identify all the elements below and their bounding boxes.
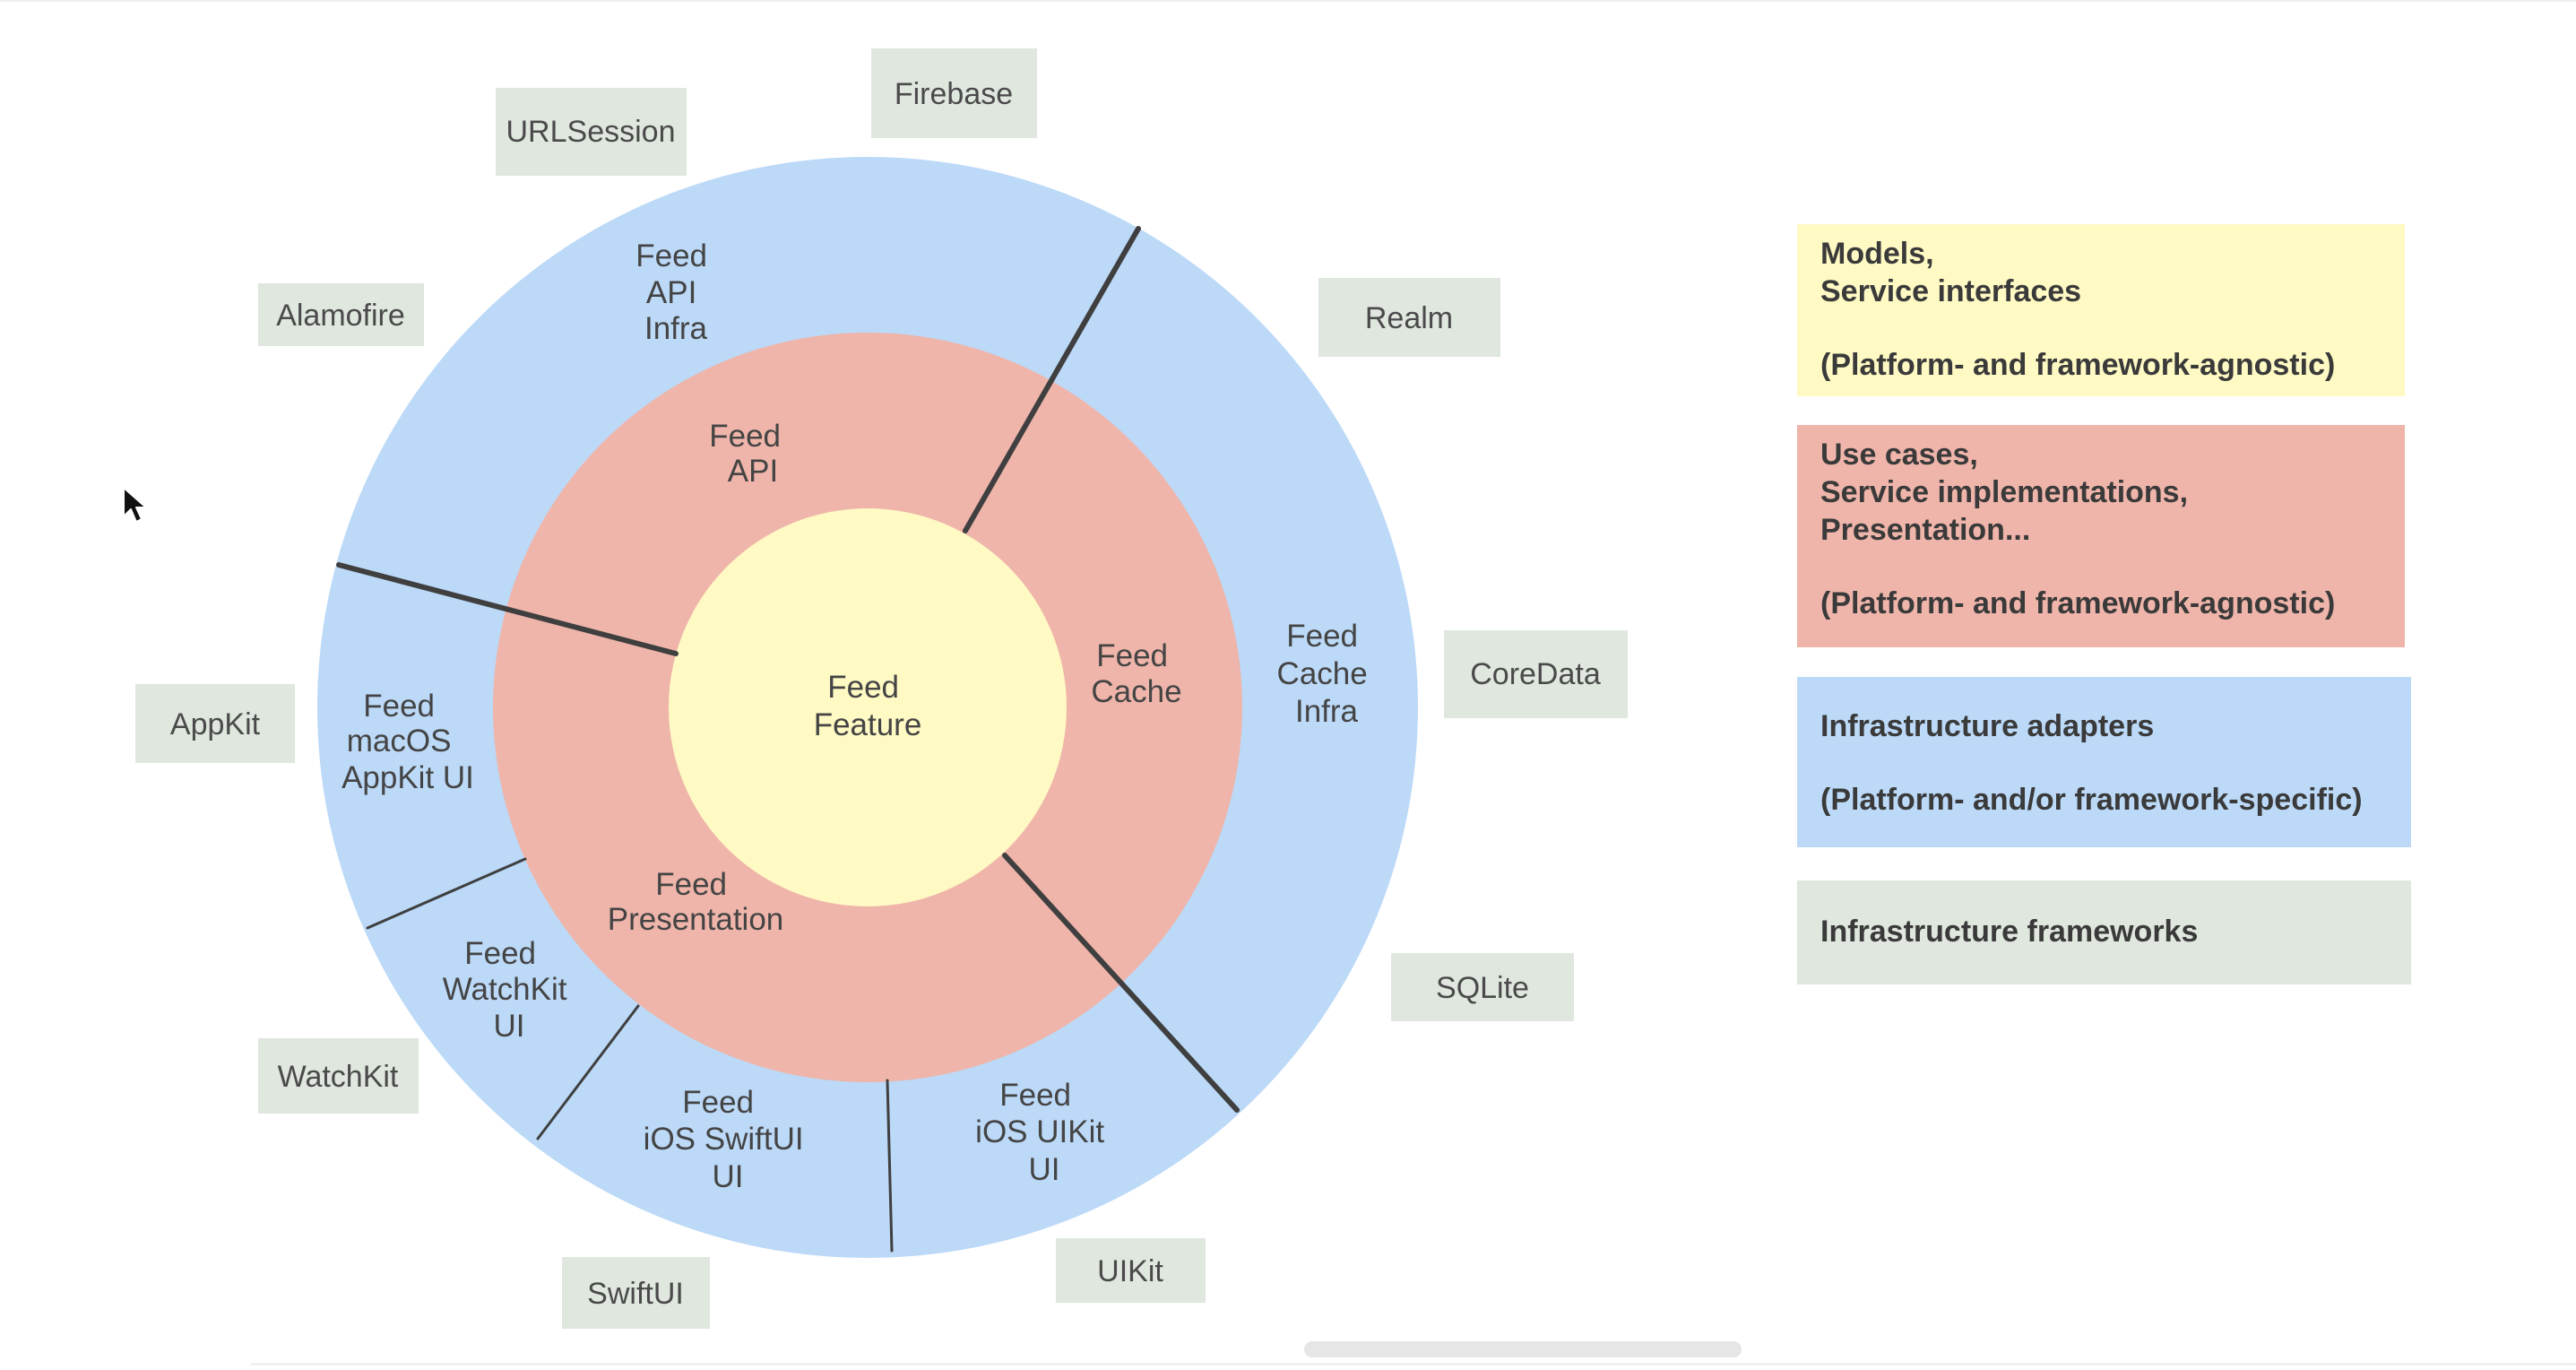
core-label-line: Feed (827, 670, 899, 705)
legend-spacer (1820, 549, 2382, 585)
legend-infrastructure-adapters: Infrastructure adapters (Platform- and/o… (1797, 677, 2411, 847)
legend-use-cases-note: (Platform- and framework-agnostic) (1820, 586, 2336, 620)
divider-presentation-cache (1002, 853, 1240, 1113)
legend-spacer (1820, 310, 2382, 346)
legend-adapters-line: Infrastructure adapters (1820, 709, 2155, 743)
feed-macos-label-line: Feed (363, 689, 435, 724)
framework-sqlite: SQLite (1391, 953, 1574, 1021)
feed-api-label: Feed API (709, 419, 790, 489)
framework-urlsession: URLSession (496, 88, 687, 176)
legend-frameworks-line: Infrastructure frameworks (1820, 915, 2199, 949)
core-label: Feed Feature (814, 670, 922, 742)
bottom-border (251, 1363, 2576, 1366)
framework-label: CoreData (1470, 657, 1601, 691)
framework-alamofire: Alamofire (258, 283, 424, 346)
legend-use-cases: Use cases, Service implementations, Pres… (1797, 425, 2405, 647)
legend-domain: Models, Service interfaces (Platform- an… (1797, 224, 2405, 396)
feed-swiftui-label-line: iOS SwiftUI (644, 1122, 804, 1157)
feed-cache-infra-label-line: Infra (1295, 694, 1359, 729)
framework-label: Firebase (895, 77, 1013, 111)
divider-api-cache (963, 226, 1141, 533)
feed-macos-label-line: AppKit UI (341, 760, 474, 795)
legend-domain-line: Service interfaces (1820, 274, 2082, 308)
feed-presentation-label-line: Feed (655, 867, 727, 902)
divider-swiftui-uikit (886, 1079, 894, 1253)
feed-cache-label-line: Feed (1096, 638, 1168, 673)
framework-realm: Realm (1318, 278, 1500, 357)
framework-uikit: UIKit (1056, 1238, 1206, 1303)
framework-label: Alamofire (276, 299, 405, 333)
framework-label: SwiftUI (587, 1277, 684, 1311)
feed-uikit-label-line: Feed (999, 1078, 1071, 1113)
feed-ios-swiftui-ui-label: Feed iOS SwiftUI UI (644, 1085, 813, 1194)
legend-use-cases-line: Use cases, (1820, 438, 1978, 472)
legend-domain-line: Models, (1820, 237, 1934, 271)
feed-api-label-line: Feed (709, 419, 781, 454)
framework-watchkit: WatchKit (258, 1038, 419, 1114)
feed-cache-label-line: Cache (1091, 674, 1181, 709)
top-border (0, 0, 2576, 2)
feed-macos-label-line: macOS (347, 724, 452, 759)
divider-watchkit-swiftui (536, 1004, 640, 1140)
feed-api-infra-label-line: Infra (644, 311, 708, 346)
framework-appkit: AppKit (135, 684, 295, 763)
feed-watchkit-ui-label: Feed WatchKit UI (443, 936, 575, 1044)
feed-watchkit-label-line: Feed (464, 936, 536, 971)
feed-cache-infra-label-line: Feed (1286, 619, 1358, 654)
framework-firebase: Firebase (871, 48, 1037, 138)
feed-api-infra-label-line: API (646, 275, 696, 310)
legend-adapters-note: (Platform- and/or framework-specific) (1820, 783, 2363, 817)
core-domain-circle (669, 508, 1067, 906)
horizontal-scrollbar[interactable] (1304, 1341, 1742, 1357)
feed-uikit-label-line: iOS UIKit (975, 1114, 1104, 1149)
legend-domain-note: (Platform- and framework-agnostic) (1820, 348, 2336, 382)
framework-coredata: CoreData (1444, 630, 1628, 718)
feed-presentation-label-line: Presentation (608, 902, 784, 937)
legend-spacer (1820, 745, 2388, 781)
feed-cache-infra-label-line: Cache (1277, 656, 1368, 691)
feed-api-infra-label-line: Feed (635, 238, 707, 273)
framework-swiftui: SwiftUI (562, 1257, 710, 1329)
framework-label: URLSession (506, 115, 676, 149)
divider-macos-watchkit (366, 857, 527, 930)
feed-swiftui-label-line: UI (713, 1159, 744, 1194)
feed-watchkit-label-line: UI (494, 1009, 525, 1044)
mouse-pointer-icon (123, 487, 147, 523)
framework-label: SQLite (1436, 971, 1529, 1005)
feed-ios-uikit-ui-label: Feed iOS UIKit UI (975, 1078, 1113, 1187)
feed-cache-infra-label: Feed Cache Infra (1277, 619, 1377, 729)
feed-swiftui-label-line: Feed (682, 1085, 754, 1120)
divider-api-macos (336, 562, 679, 656)
feed-api-infra-label: Feed API Infra (635, 238, 716, 346)
core-label-line: Feature (814, 707, 922, 742)
feed-uikit-label-line: UI (1029, 1152, 1060, 1187)
framework-label: Realm (1365, 301, 1453, 335)
feed-macos-appkit-ui-label: Feed macOS AppKit UI (341, 689, 474, 795)
framework-label: AppKit (170, 707, 261, 741)
framework-label: WatchKit (278, 1060, 399, 1094)
framework-label: UIKit (1097, 1254, 1163, 1288)
legend-use-cases-line: Service implementations, (1820, 475, 2189, 509)
feed-api-label-line: API (728, 454, 778, 489)
feed-cache-label: Feed Cache (1091, 638, 1181, 709)
feed-watchkit-label-line: WatchKit (443, 972, 567, 1007)
legend-infrastructure-frameworks: Infrastructure frameworks (1797, 880, 2411, 984)
legend-use-cases-line: Presentation... (1820, 513, 2031, 547)
feed-presentation-label: Feed Presentation (608, 867, 784, 937)
